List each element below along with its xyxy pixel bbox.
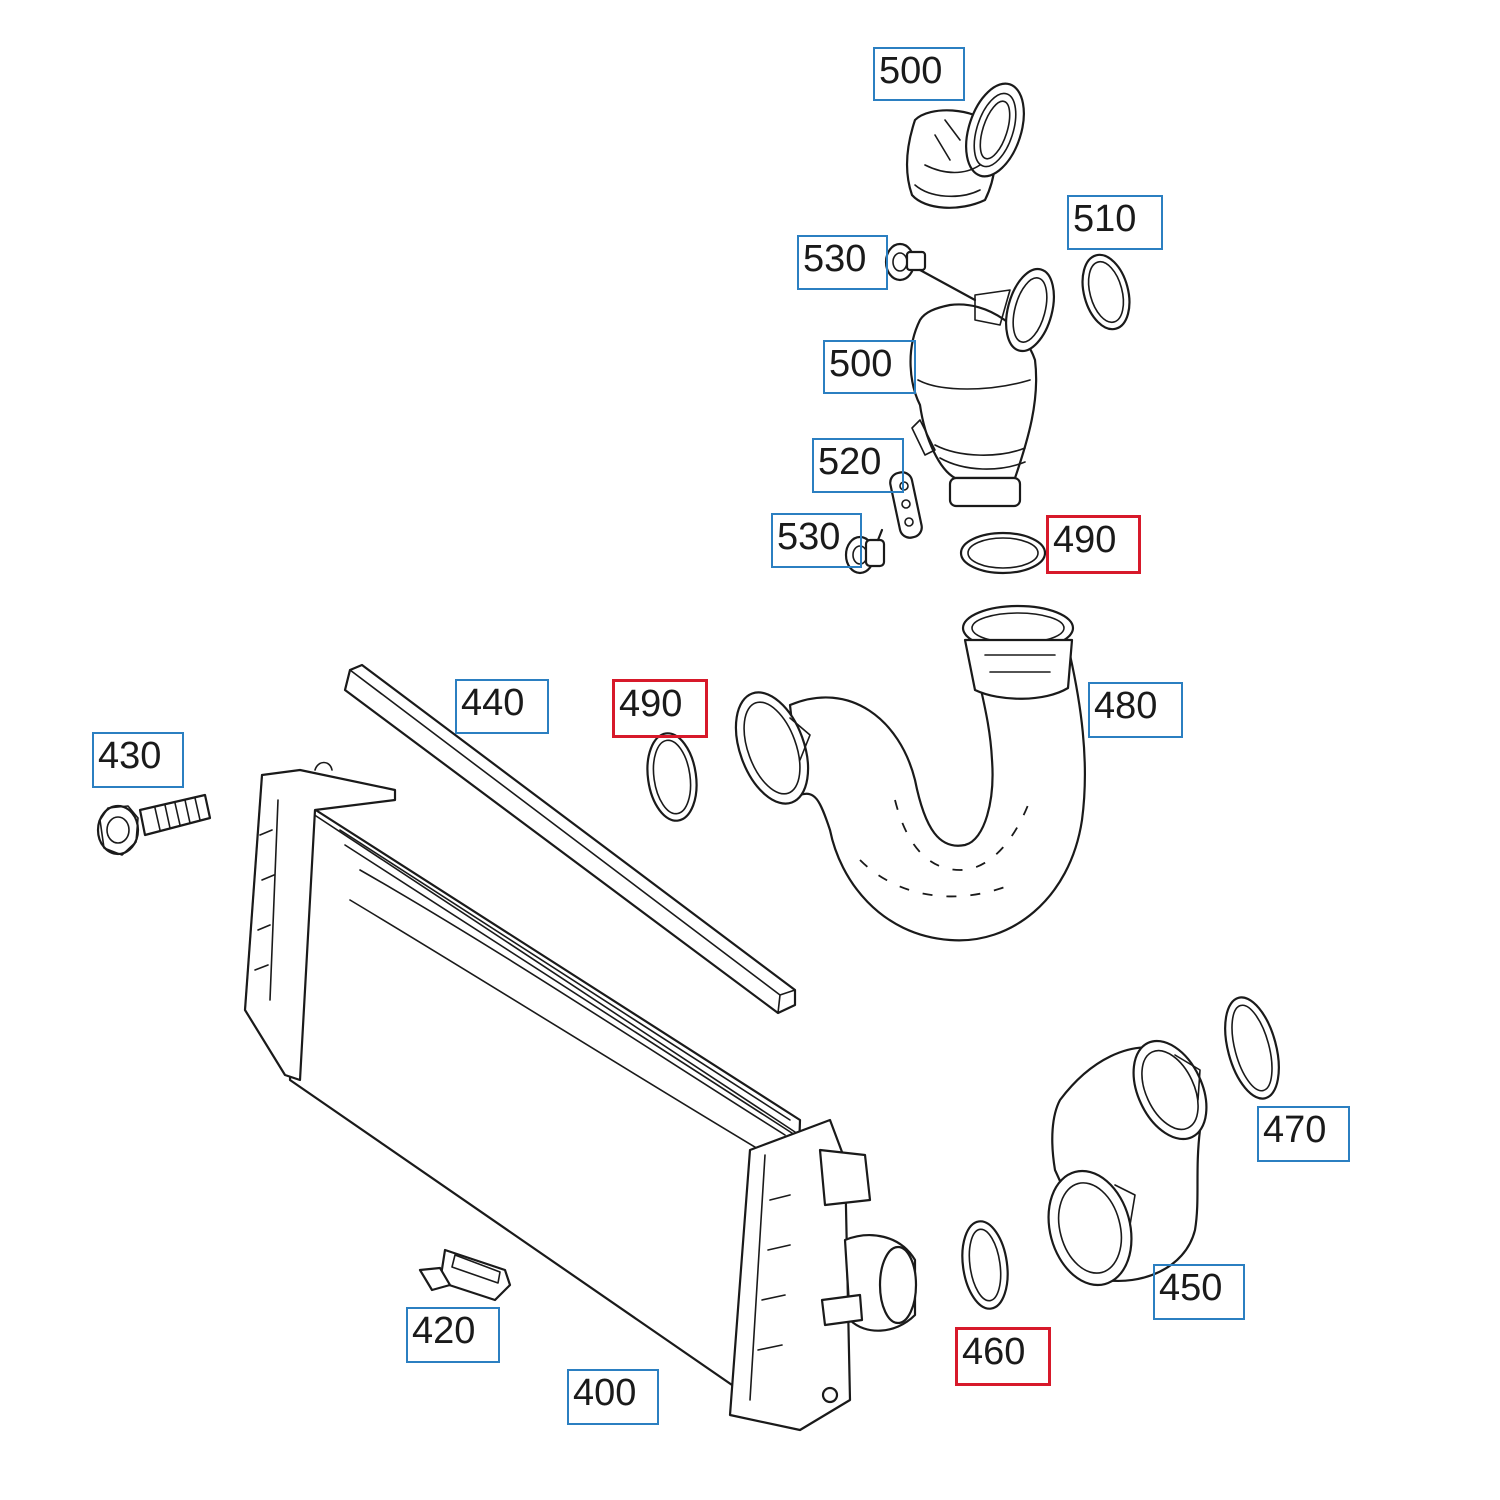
part-470-o-ring bbox=[1224, 996, 1280, 1100]
part-400-intercooler bbox=[243, 761, 918, 1432]
callout-500-top[interactable]: 500 bbox=[873, 47, 965, 101]
part-490-left-ring bbox=[646, 732, 698, 822]
part-490-upper-ring bbox=[959, 531, 1047, 575]
part-510-o-ring bbox=[1081, 253, 1131, 331]
callout-530-upper[interactable]: 530 bbox=[797, 235, 888, 290]
callout-460[interactable]: 460 bbox=[955, 1327, 1051, 1386]
part-430-bolt bbox=[96, 793, 212, 856]
callout-480[interactable]: 480 bbox=[1088, 682, 1183, 738]
part-450-charge-air-hose bbox=[1047, 1039, 1208, 1287]
part-420-bracket bbox=[418, 1248, 512, 1302]
callout-420[interactable]: 420 bbox=[406, 1307, 500, 1363]
callout-520[interactable]: 520 bbox=[812, 438, 904, 493]
part-440-foam-strip bbox=[343, 663, 797, 1015]
part-520-gasket bbox=[889, 471, 923, 539]
callout-450[interactable]: 450 bbox=[1153, 1264, 1245, 1320]
part-460-o-ring bbox=[961, 1220, 1009, 1310]
part-530-upper-screw bbox=[884, 242, 977, 302]
callout-470[interactable]: 470 bbox=[1257, 1106, 1350, 1162]
callout-490-upper[interactable]: 490 bbox=[1046, 515, 1141, 574]
callout-440[interactable]: 440 bbox=[455, 679, 549, 734]
callout-490-left[interactable]: 490 bbox=[612, 679, 708, 738]
part-500-upper-elbow bbox=[905, 82, 1025, 209]
callout-510[interactable]: 510 bbox=[1067, 195, 1163, 250]
callout-530-lower[interactable]: 530 bbox=[771, 513, 862, 568]
part-480-charge-air-hose bbox=[734, 604, 1086, 942]
callout-500-middle[interactable]: 500 bbox=[823, 340, 916, 394]
callout-430[interactable]: 430 bbox=[92, 732, 184, 788]
part-500-lower-elbow bbox=[909, 267, 1055, 508]
callout-400[interactable]: 400 bbox=[567, 1369, 659, 1425]
